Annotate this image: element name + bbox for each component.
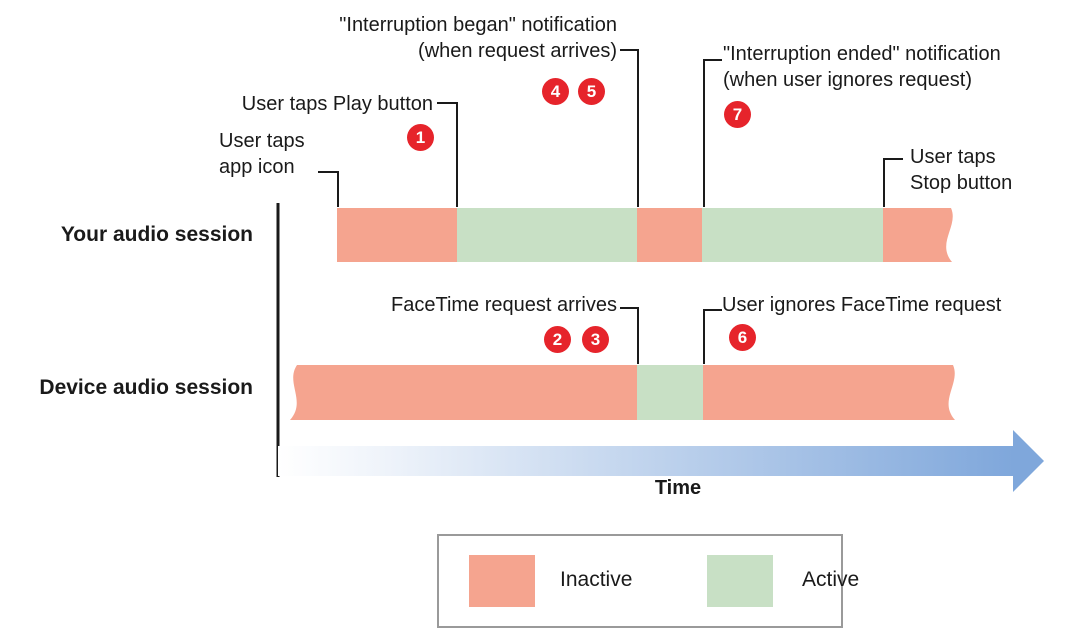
- device-session-bar: [290, 365, 955, 420]
- leader-line-stop-button: [883, 158, 903, 207]
- annotation-user-taps-stop: User taps Stop button: [910, 144, 1012, 196]
- annotation-user-taps-play: User taps Play button: [241, 93, 433, 115]
- step-badge-1: 1: [407, 124, 434, 151]
- step-badge-2: 2: [544, 326, 571, 353]
- step-badge-6: 6: [729, 324, 756, 351]
- annotation-line: (when request arrives): [418, 40, 617, 62]
- your-bar-inactive-3-torn: [883, 208, 953, 262]
- legend-active-label: Active: [802, 568, 860, 591]
- time-axis-label: Time: [654, 477, 702, 499]
- legend-inactive-label: Inactive: [560, 568, 633, 591]
- your-bar-inactive-1: [337, 208, 457, 262]
- annotation-line: Stop button: [910, 172, 1013, 194]
- leader-line-facetime-arrives: [620, 307, 639, 364]
- step-badge-5: 5: [578, 78, 605, 105]
- annotation-line: "Interruption began" notification: [339, 14, 617, 36]
- device-bar-active-1: [637, 365, 703, 420]
- annotation-interruption-ended: "Interruption ended" notification (when …: [723, 41, 1001, 93]
- legend-inactive-swatch: [469, 555, 535, 607]
- annotation-user-ignores: User ignores FaceTime request: [722, 294, 1002, 316]
- annotation-facetime-arrives: FaceTime request arrives: [391, 294, 617, 316]
- legend-active-swatch: [707, 555, 773, 607]
- leader-line-interruption-began: [620, 49, 639, 207]
- step-badge-4: 4: [542, 78, 569, 105]
- annotation-line: (when user ignores request): [723, 69, 973, 91]
- your-bar-active-1: [457, 208, 637, 262]
- legend: Inactive Active: [437, 534, 859, 628]
- device-bar-inactive-1-torn: [290, 365, 637, 420]
- annotation-line: User taps: [910, 146, 996, 168]
- your-session-bar: [337, 208, 953, 262]
- time-arrow-head-icon: [1013, 430, 1044, 492]
- annotation-interruption-began: "Interruption began" notification (when …: [339, 12, 617, 64]
- annotation-line: User taps: [219, 130, 305, 152]
- leader-line-interruption-ended: [703, 59, 722, 207]
- your-bar-active-2: [702, 208, 883, 262]
- leader-line-user-ignores: [703, 309, 722, 364]
- annotation-line: "Interruption ended" notification: [723, 43, 1001, 65]
- leader-line-app-icon: [318, 171, 339, 207]
- step-badge-3: 3: [582, 326, 609, 353]
- leader-line-play-button: [437, 102, 458, 207]
- row-label-device-audio-session: Device audio session: [39, 376, 253, 399]
- row-label-your-audio-session: Your audio session: [60, 223, 253, 246]
- step-badge-7: 7: [724, 101, 751, 128]
- time-arrow-shaft: [278, 446, 1013, 476]
- your-bar-inactive-2: [637, 208, 702, 262]
- annotation-user-taps-app-icon: User taps app icon: [219, 128, 305, 180]
- annotation-line: app icon: [219, 156, 295, 178]
- device-bar-inactive-2-torn: [703, 365, 955, 420]
